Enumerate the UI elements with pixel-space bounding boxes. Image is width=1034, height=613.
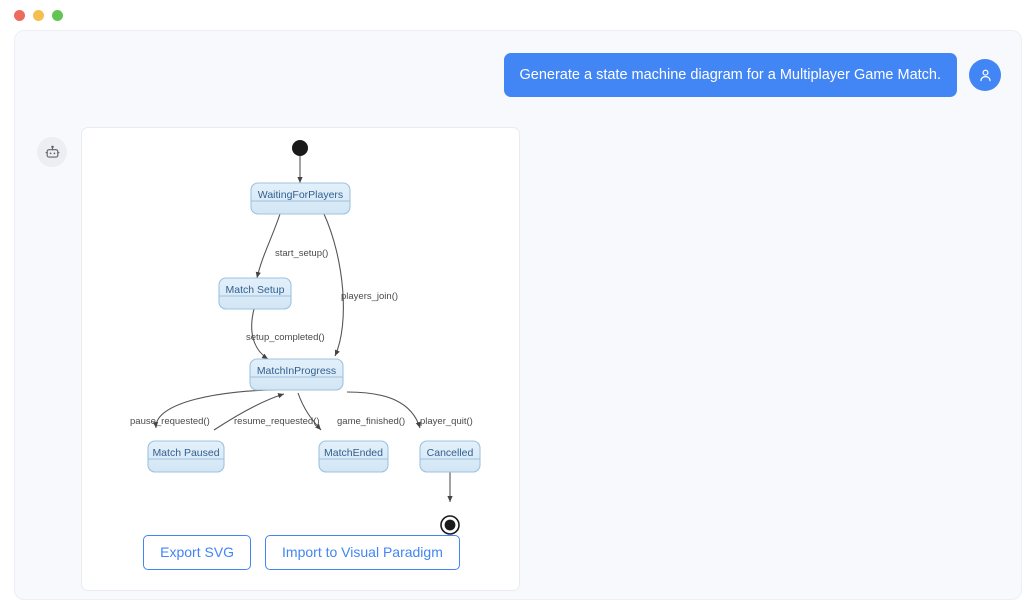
edge-setup-to-inprogress <box>251 308 269 360</box>
export-svg-button[interactable]: Export SVG <box>143 535 252 570</box>
edge-paused-to-inprogress <box>213 393 285 431</box>
user-icon <box>979 69 991 81</box>
assistant-message-row: WaitingForPlayers Match Setup MatchInPro… <box>37 127 520 591</box>
import-to-visual-paradigm-button[interactable]: Import to Visual Paradigm <box>265 535 460 570</box>
window-zoom-button[interactable] <box>52 9 63 21</box>
title-bar <box>0 0 1034 30</box>
window-close-button[interactable] <box>14 9 25 21</box>
edge-waiting-to-setup <box>255 213 281 279</box>
state-node-match-setup[interactable]: Match Setup <box>218 277 292 310</box>
state-node-match-ended[interactable]: MatchEnded <box>318 440 389 473</box>
edge-inprogress-to-ended <box>297 392 322 431</box>
window-minimize-button[interactable] <box>33 9 44 21</box>
assistant-avatar <box>37 137 67 167</box>
user-message-bubble: Generate a state machine diagram for a M… <box>503 53 957 98</box>
edge-label-player-quit: player_quit() <box>420 416 473 427</box>
initial-state-marker <box>292 140 308 156</box>
edge-waiting-to-inprogress <box>323 213 344 357</box>
user-message-row: Generate a state machine diagram for a M… <box>503 53 1001 98</box>
edge-label-start-setup: start_setup() <box>275 248 328 259</box>
state-label-waiting-for-players: WaitingForPlayers <box>258 189 343 201</box>
final-state-marker <box>440 515 460 535</box>
state-node-cancelled[interactable]: Cancelled <box>419 440 481 473</box>
state-label-match-in-progress: MatchInProgress <box>257 365 336 377</box>
diagram-card: WaitingForPlayers Match Setup MatchInPro… <box>81 127 520 591</box>
state-label-match-paused: Match Paused <box>152 447 219 459</box>
edge-label-game-finished: game_finished() <box>337 416 405 427</box>
state-node-match-in-progress[interactable]: MatchInProgress <box>249 358 344 391</box>
state-label-match-setup: Match Setup <box>226 284 285 296</box>
state-label-match-ended: MatchEnded <box>324 447 383 459</box>
card-action-bar: Export SVG Import to Visual Paradigm <box>82 535 519 570</box>
edge-label-setup-completed: setup_completed() <box>246 332 325 343</box>
state-machine-diagram: WaitingForPlayers Match Setup MatchInPro… <box>130 140 481 535</box>
robot-icon <box>44 145 60 158</box>
edge-label-resume-requested: resume_requested() <box>234 416 320 427</box>
edge-label-players-join: players_join() <box>341 291 398 302</box>
state-label-cancelled: Cancelled <box>427 447 474 459</box>
edge-inprogress-to-cancelled <box>346 391 421 429</box>
diagram-edge-labels: start_setup() players_join() setup_compl… <box>130 248 473 427</box>
user-avatar <box>969 59 1001 92</box>
chat-panel: Generate a state machine diagram for a M… <box>14 30 1022 600</box>
state-node-match-paused[interactable]: Match Paused <box>147 440 225 473</box>
state-node-waiting-for-players[interactable]: WaitingForPlayers <box>250 182 351 215</box>
edge-label-pause-requested: pause_requested() <box>130 416 210 427</box>
